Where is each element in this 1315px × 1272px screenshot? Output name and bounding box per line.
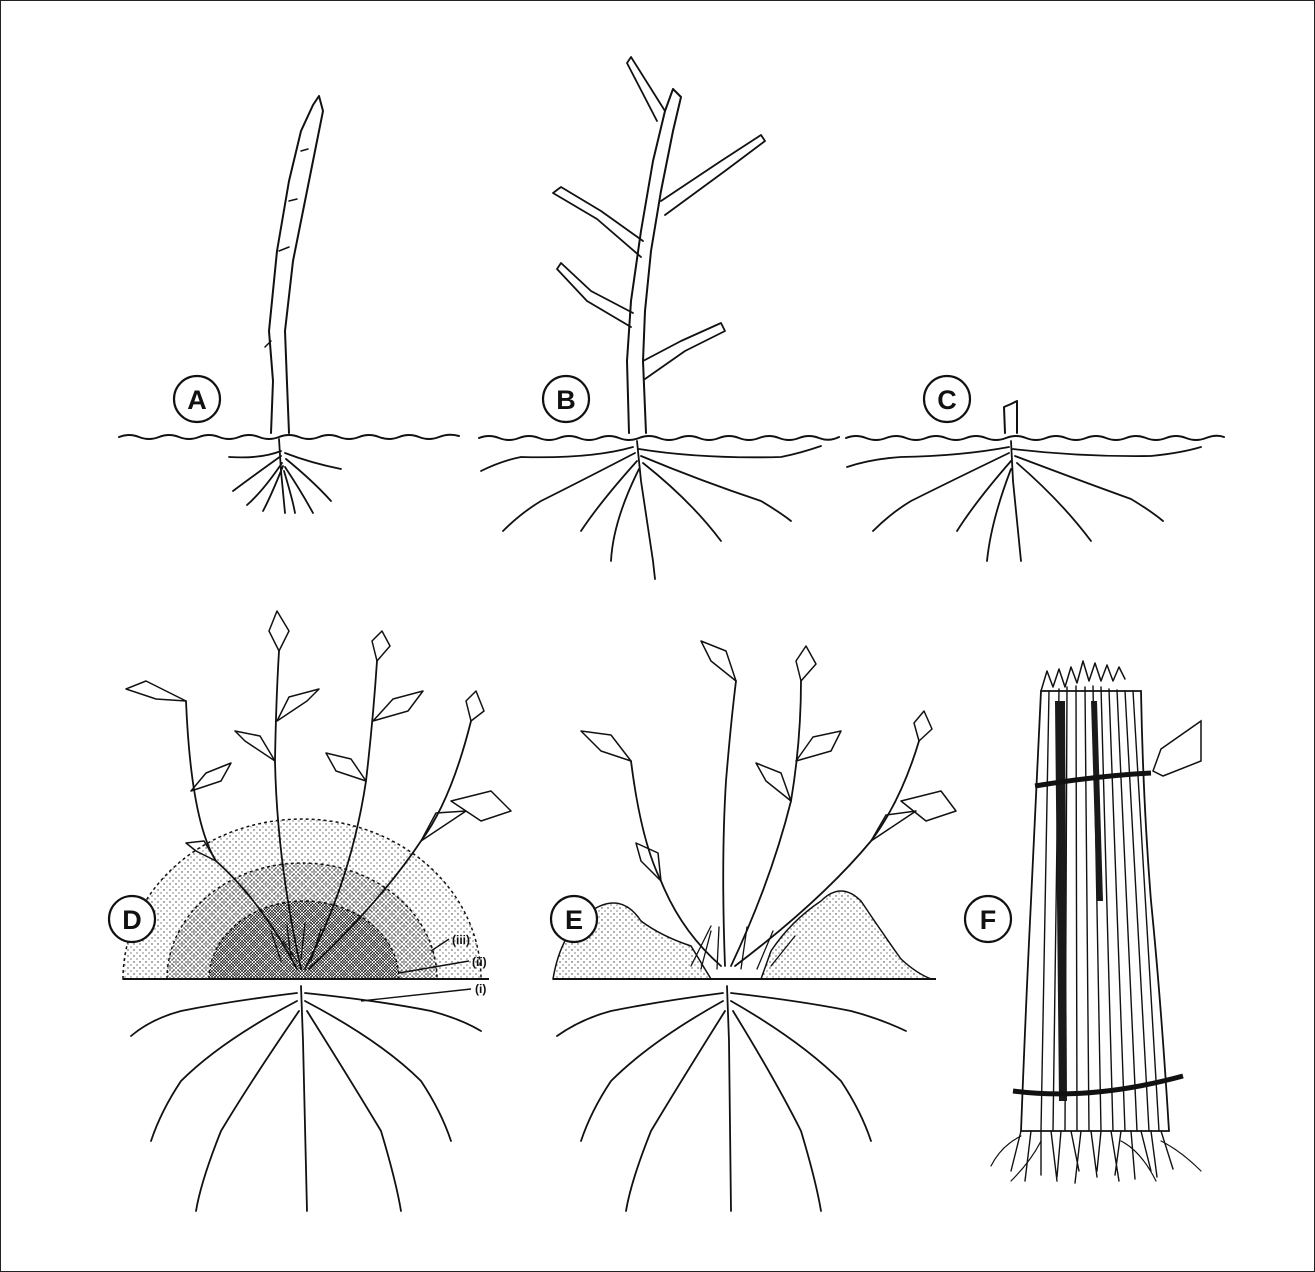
- panel-label-b: B: [543, 376, 589, 422]
- svg-text:D: D: [122, 905, 142, 935]
- panel-d-drawing: [123, 611, 511, 1211]
- zone-label-middle: (ii): [472, 955, 487, 969]
- panel-e-drawing: [553, 641, 956, 1211]
- bundle-tag: [1153, 721, 1201, 776]
- panel-label-f: F: [965, 896, 1011, 942]
- svg-text:F: F: [980, 905, 997, 935]
- ground-line-c: [846, 436, 1224, 440]
- soil-heap-right: [761, 891, 931, 979]
- ground-line-a: [119, 435, 459, 439]
- panel-label-e: E: [551, 896, 597, 942]
- ground-line-b: [479, 436, 839, 440]
- svg-text:A: A: [187, 385, 207, 415]
- svg-text:E: E: [565, 905, 583, 935]
- zone-label-inner: (i): [475, 982, 486, 996]
- panel-label-c: C: [924, 376, 970, 422]
- panel-c-drawing: [846, 401, 1224, 561]
- zone-label-outer: (iii): [452, 933, 470, 947]
- svg-text:C: C: [937, 385, 957, 415]
- panel-a-drawing: [119, 96, 459, 513]
- panel-label-d: D: [109, 896, 155, 942]
- panel-b-drawing: [479, 57, 839, 579]
- svg-text:B: B: [556, 385, 576, 415]
- panel-label-a: A: [174, 376, 220, 422]
- panel-f-drawing: [991, 661, 1201, 1183]
